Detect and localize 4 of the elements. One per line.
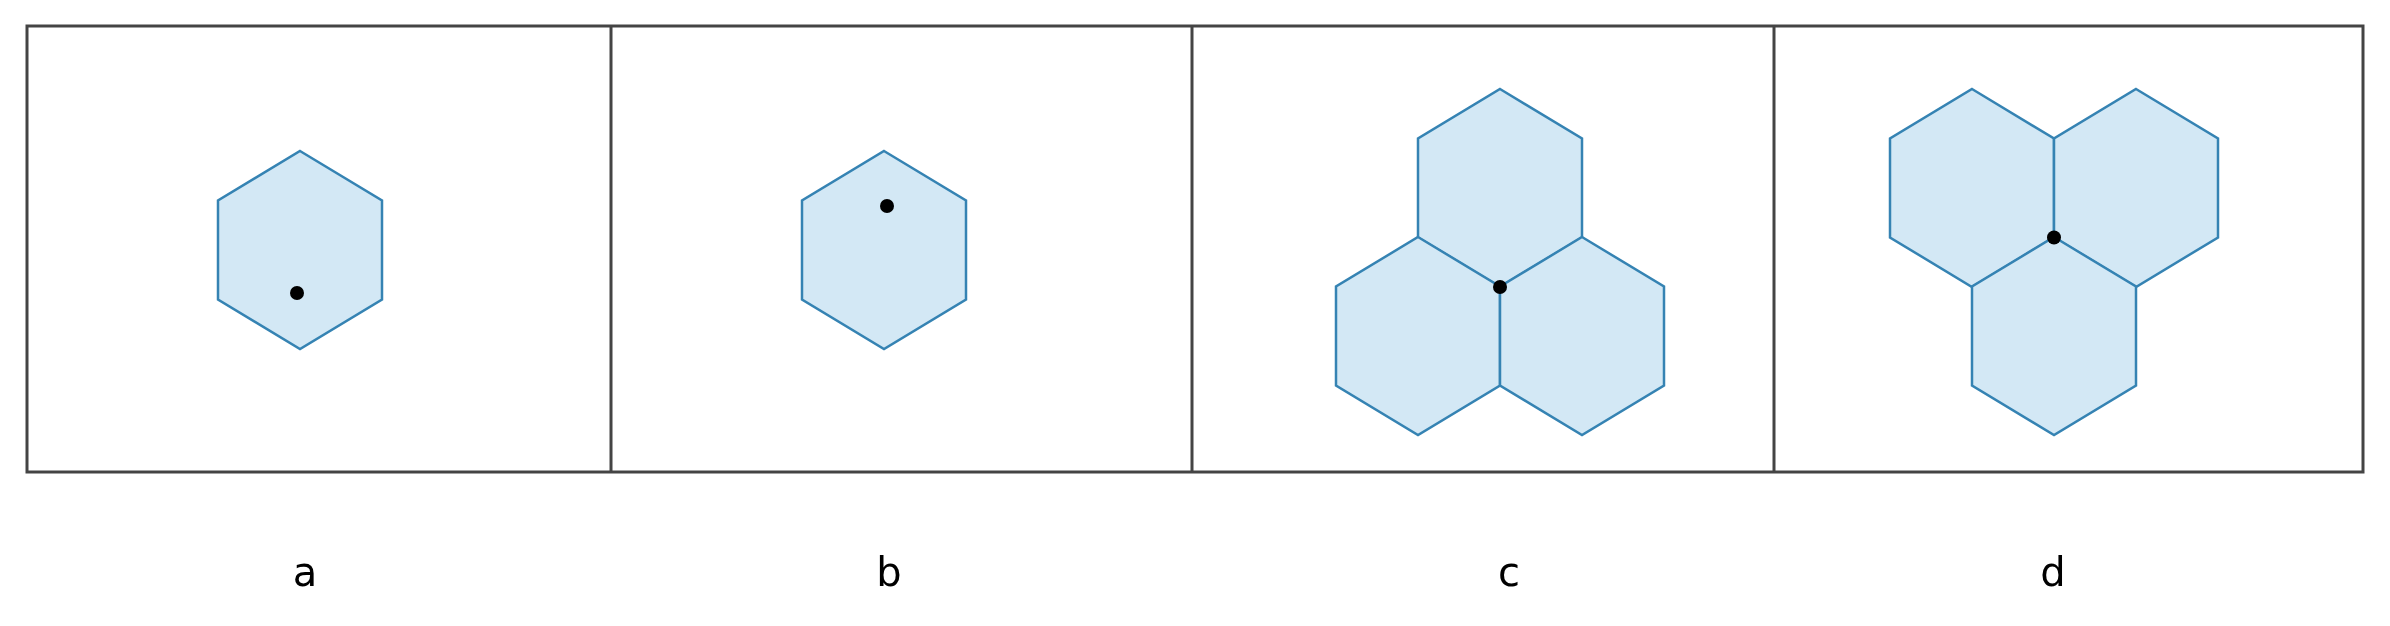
panel-label: c bbox=[1498, 552, 1520, 592]
panel-label: d bbox=[2040, 552, 2066, 592]
panel-label: a bbox=[292, 552, 318, 592]
panel-label: b bbox=[876, 552, 902, 592]
